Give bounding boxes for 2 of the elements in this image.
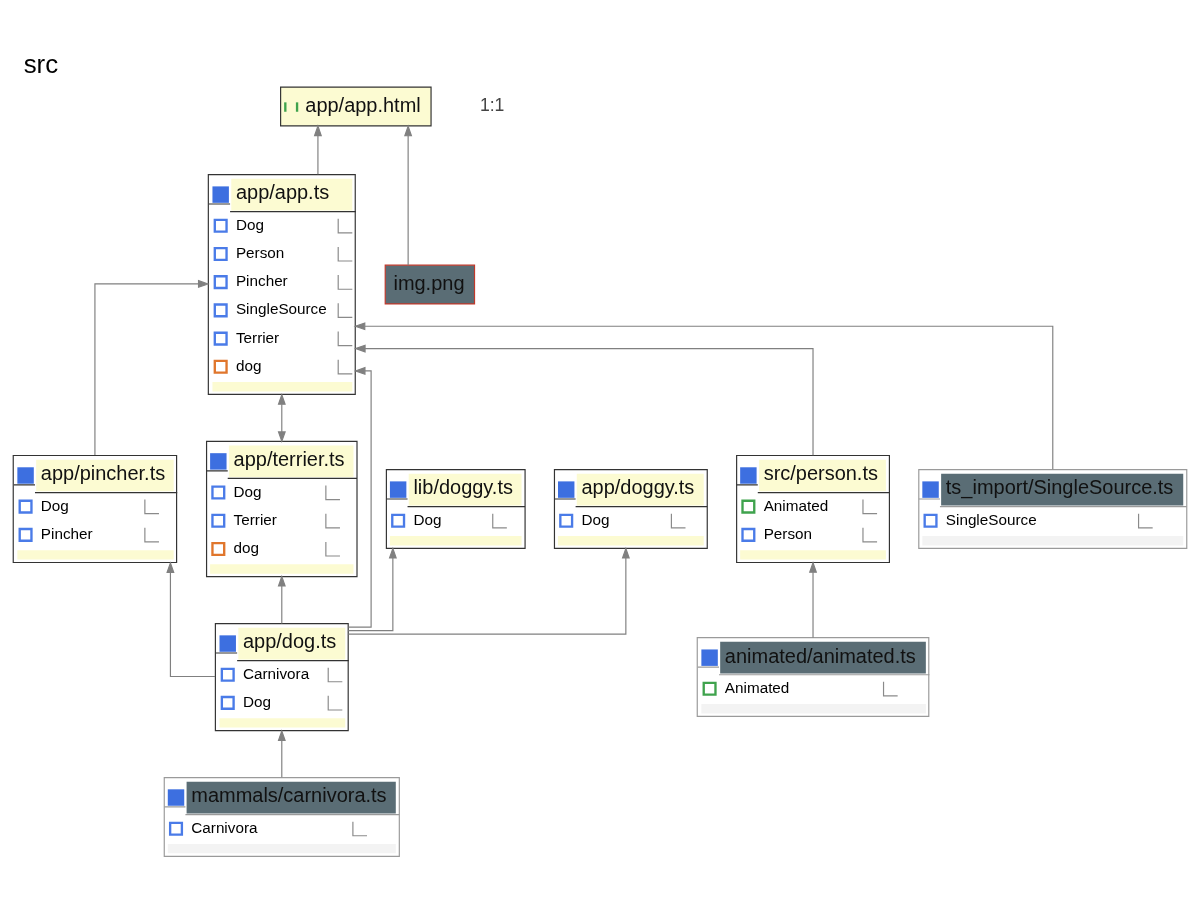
label: 1:1 [479,94,505,115]
diagram-title: src [23,50,59,79]
